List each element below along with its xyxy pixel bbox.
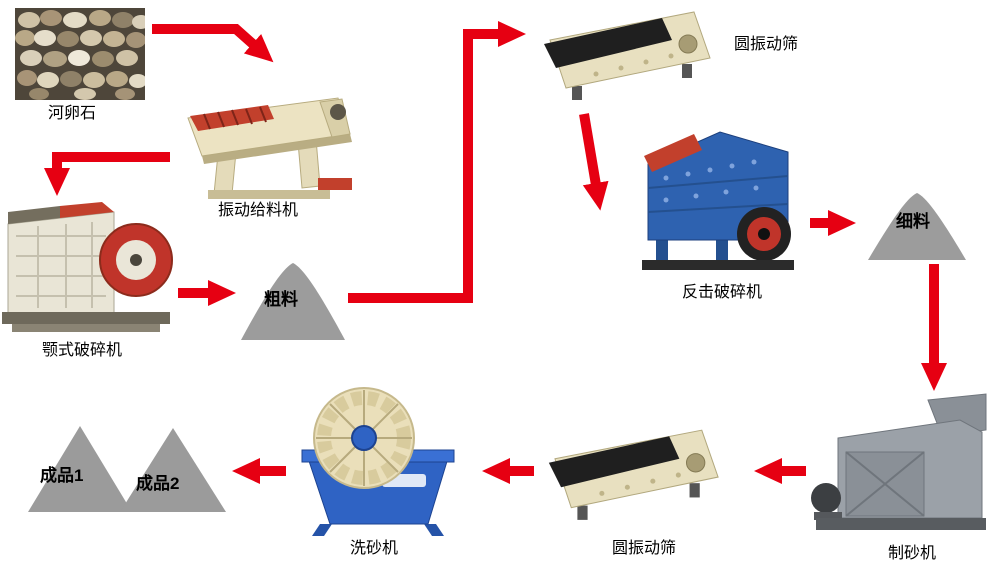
pebbles-illustration	[15, 8, 145, 100]
product-pile-2	[118, 426, 228, 514]
fine-pile-illustration	[868, 193, 966, 260]
product-1-label: 成品1	[40, 466, 84, 485]
fine-pile-label: 细料	[896, 212, 930, 231]
vibrating-feeder	[170, 84, 365, 202]
product-pile-1	[26, 424, 134, 514]
arrow-feeder-to-jaw-crusher	[44, 152, 170, 196]
vibrating-screen-illustration	[544, 11, 711, 100]
product-1-illustration	[28, 426, 132, 512]
arrow-screen-top-to-impact-crusher	[579, 113, 609, 211]
sand-maker-label: 制砂机	[888, 545, 937, 562]
product-2-illustration	[120, 428, 226, 512]
sand-washer-illustration	[301, 387, 455, 536]
coarse-pile-illustration	[241, 263, 345, 340]
impact-crusher	[636, 112, 808, 284]
pebbles-label: 河卵石	[48, 105, 97, 122]
circular-vibrating-screen-top	[536, 4, 721, 106]
sand-making-machine	[810, 390, 995, 545]
product-2-label: 成品2	[136, 474, 180, 493]
impact-crusher-illustration	[642, 131, 794, 270]
sand-maker-illustration	[811, 393, 987, 530]
vibrating-screen-illustration	[548, 429, 719, 520]
sand-washer-label: 洗砂机	[350, 540, 399, 557]
screen-bottom-label: 圆振动筛	[612, 540, 677, 557]
arrow-coarse-pile-to-screen-top	[348, 21, 526, 303]
vibrating-feeder-illustration	[187, 97, 352, 199]
arrow-pebbles-to-feeder	[152, 24, 274, 63]
impact-crusher-label: 反击破碎机	[682, 284, 763, 301]
jaw-crusher-label: 颚式破碎机	[42, 342, 123, 359]
circular-vibrating-screen-bottom	[536, 422, 734, 526]
coarse-pile-label: 粗料	[264, 290, 298, 309]
river-pebbles-photo	[15, 8, 145, 100]
feeder-label: 振动给料机	[218, 202, 299, 219]
coarse-material-pile	[238, 260, 348, 342]
sand-washing-machine	[286, 386, 468, 538]
jaw-crusher-illustration	[2, 202, 173, 332]
screen-top-label: 圆振动筛	[734, 36, 799, 53]
jaw-crusher	[2, 196, 174, 338]
fine-material-pile	[866, 190, 968, 262]
